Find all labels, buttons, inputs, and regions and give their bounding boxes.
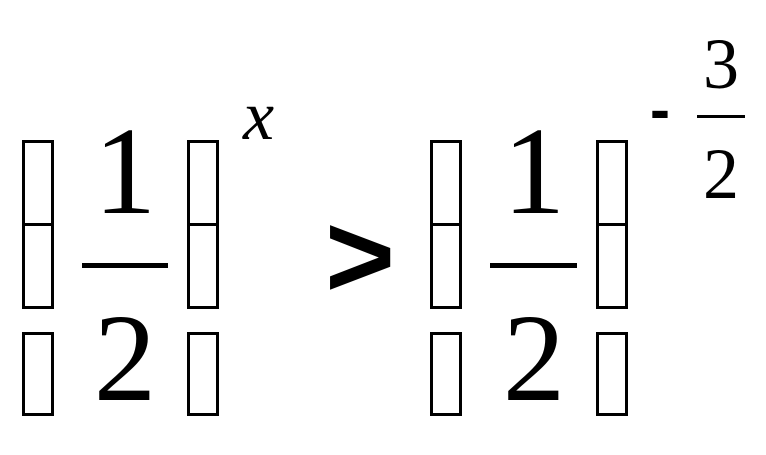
left-denominator: 2 xyxy=(93,290,157,428)
left-paren-bottom xyxy=(430,332,462,416)
left-paren-bottom xyxy=(22,332,54,416)
left-fraction-bar xyxy=(82,263,168,268)
right-paren-top xyxy=(596,140,628,226)
right-paren-bottom xyxy=(596,332,628,416)
exponent-fraction-bar xyxy=(697,115,745,118)
exponent-minus-sign: - xyxy=(650,76,670,143)
left-paren-top xyxy=(430,140,462,226)
greater-than-sign: > xyxy=(325,189,396,323)
right-denominator: 2 xyxy=(502,290,566,428)
exponent-denominator: 2 xyxy=(703,134,739,214)
left-paren-middle xyxy=(430,223,462,309)
left-numerator: 1 xyxy=(93,103,157,241)
left-paren-top xyxy=(22,140,54,226)
left-exponent: x xyxy=(243,78,275,155)
left-paren-middle xyxy=(22,223,54,309)
exponent-numerator: 3 xyxy=(703,24,739,104)
right-numerator: 1 xyxy=(502,103,566,241)
right-fraction-bar xyxy=(490,263,577,268)
right-paren-bottom xyxy=(187,332,219,416)
right-paren-middle xyxy=(596,223,628,309)
right-paren-middle xyxy=(187,223,219,309)
right-paren-top xyxy=(187,140,219,226)
